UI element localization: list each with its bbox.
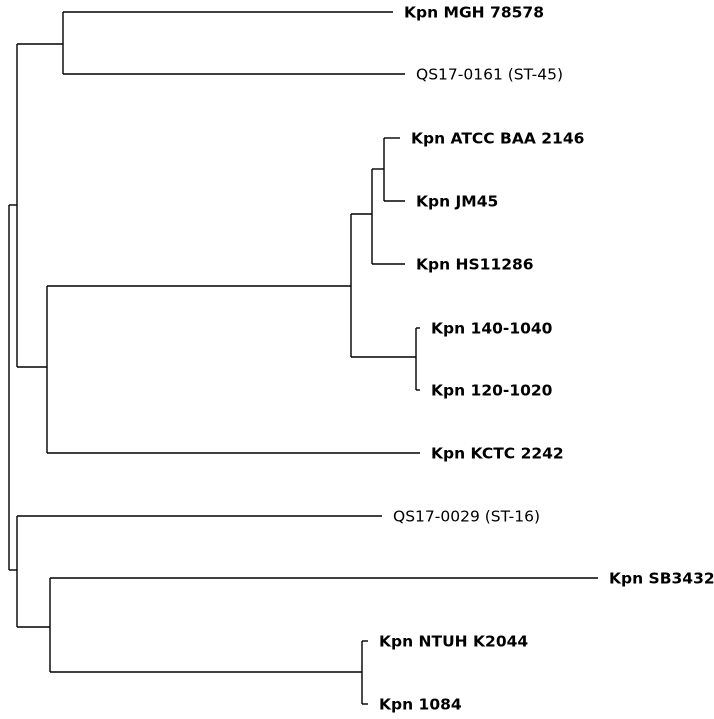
- leaf-label-mgh78578: Kpn MGH 78578: [404, 4, 544, 22]
- leaf-label-sb3432: Kpn SB3432: [609, 570, 714, 588]
- leaf-label-120-1020: Kpn 120-1020: [431, 382, 553, 400]
- leaf-label-hs11286: Kpn HS11286: [416, 256, 534, 274]
- leaf-label-kctc2242: Kpn KCTC 2242: [431, 445, 564, 463]
- leaf-label-atcc-baa2146: Kpn ATCC BAA 2146: [411, 130, 584, 148]
- leaf-labels: Kpn MGH 78578 QS17-0161 (ST-45) Kpn ATCC…: [379, 4, 714, 714]
- leaf-label-qs17-0029: QS17-0029 (ST-16): [393, 508, 540, 526]
- leaf-label-ntuh-k2044: Kpn NTUH K2044: [379, 633, 528, 651]
- leaf-label-140-1040: Kpn 140-1040: [431, 320, 553, 338]
- leaf-label-qs17-0161: QS17-0161 (ST-45): [416, 66, 563, 84]
- tree-branches: [8, 11, 598, 705]
- leaf-label-1084: Kpn 1084: [379, 696, 462, 714]
- leaf-label-jm45: Kpn JM45: [416, 193, 498, 211]
